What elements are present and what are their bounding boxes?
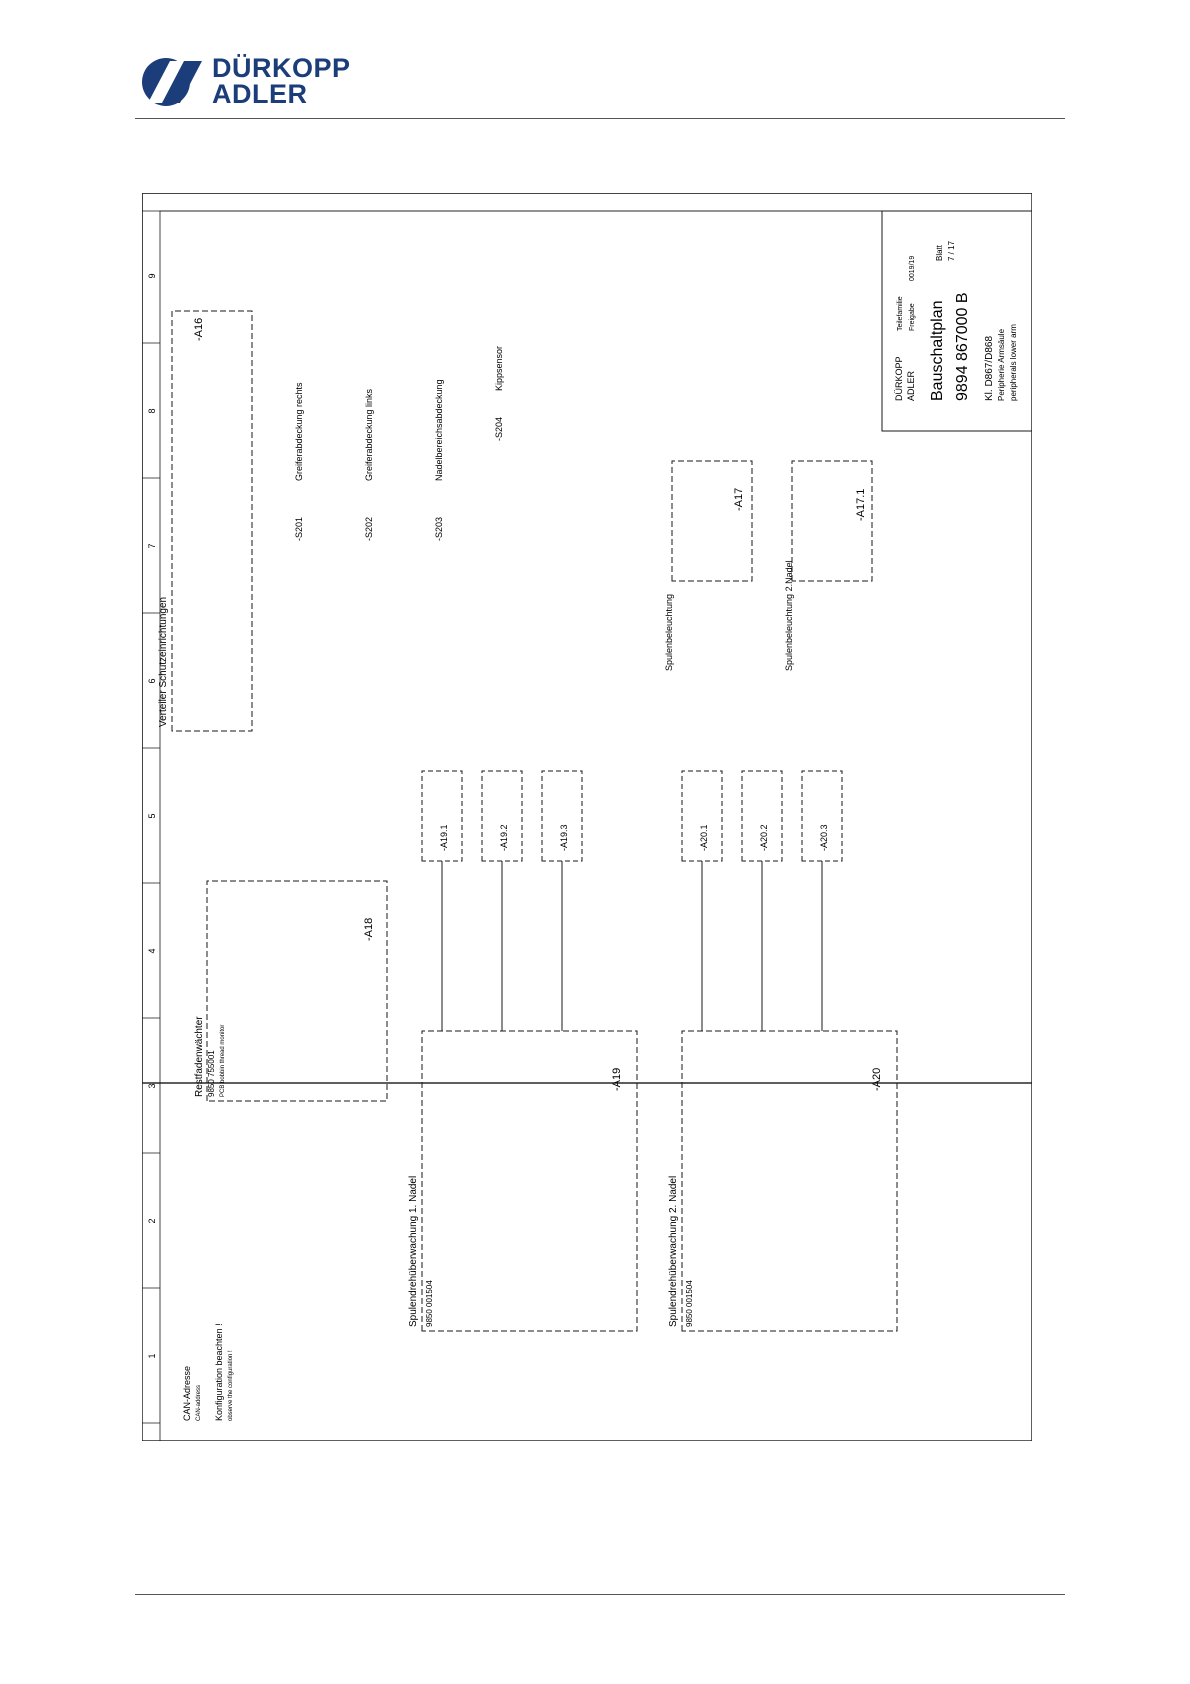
a19-number: 9850 001504 [425,1280,434,1327]
sensor-id: -A19.3 [559,824,569,851]
doc-title: Bauschaltplan [929,300,946,401]
a18-id: -A18 [363,918,375,941]
hook-cover-left: Greiferabdeckung links [364,388,374,481]
s202-id: -S202 [364,517,374,541]
a20-title: Spulendrehüberwachung 2. Nadel [668,1176,679,1327]
desc-de: Peripherie Armsäule [997,328,1006,401]
column-label: 5 [147,813,157,818]
a19-pcb-box [421,1030,638,1332]
bobbin-light-2-title: Spulenbeleuchtung 2.Nadel [784,560,794,671]
brand-name-line2: ADLER [212,79,308,109]
a171-id: -A17.1 [855,489,867,521]
a19-title: Spulendrehüberwachung 1. Nadel [408,1176,419,1327]
hook-cover-right: Greiferabdeckung rechts [294,382,304,481]
a17-box [671,460,753,582]
config-note-en: observe the configuration ! [228,1350,234,1421]
a19-id: -A19 [611,1068,623,1091]
can-address-label: CAN-Adresse [182,1366,192,1421]
tb-brand-1: DÜRKOPP [894,356,904,401]
brand-name-line1: DÜRKOPP [212,53,351,83]
a16-pcb-box [171,310,253,732]
column-label: 1 [147,1353,157,1358]
a20-id: -A20 [871,1068,883,1091]
a18-number: 9850 755001 [207,1050,216,1097]
sheet-value: 7 / 17 [947,240,956,261]
header-rule [135,118,1065,119]
sensor-id: -A20.1 [699,824,709,851]
duerkopp-adler-logo-icon [142,58,202,106]
a20-number: 9850 001504 [685,1280,694,1327]
column-label: 9 [147,273,157,278]
tb-freigabe-label: Freigabe [909,303,916,331]
needle-cover: Nadelbereichsabdeckung [434,379,444,481]
column-label: 8 [147,408,157,413]
a20-pcb-box [681,1030,898,1332]
a18-title: Restfadenwächter [194,1016,205,1097]
tb-familie: Teilefamilie [897,296,904,331]
bobbin-light-title: Spulenbeleuchtung [664,594,674,671]
tilt-sensor: Kippsensor [494,346,504,391]
sensor-id: -A20.3 [819,824,829,851]
can-address-label-en: CAN-address [196,1385,202,1421]
doc-number: 9894 867000 B [954,292,971,401]
header-logo: DÜRKOPP ADLER [140,55,360,111]
tb-freigabe-value: 0019/19 [909,256,916,281]
tb-brand-2: ADLER [906,370,916,401]
sensor-id: -A19.1 [439,824,449,851]
a16-id: -A16 [193,318,205,341]
desc-en: peripherals lower arm [1009,324,1018,401]
column-label: 7 [147,543,157,548]
column-label: 6 [147,678,157,683]
s204-id: -S204 [494,417,504,441]
title-block [881,210,1032,432]
a17-id: -A17 [733,488,745,511]
config-note: Konfiguration beachten ! [214,1323,224,1421]
column-label: 4 [147,948,157,953]
sensor-id: -A20.2 [759,824,769,851]
a171-box [791,460,873,582]
column-label: 3 [147,1083,157,1088]
landscape-drawing: 1 2 3 4 5 6 7 8 9 CAN-Adresse CAN-address Konfig… [142,193,1032,1441]
a18-pcb-box [206,880,388,1102]
class-line: Kl. D867/D868 [984,336,995,401]
footer-rule [135,1594,1065,1595]
a16-title: Verteiler Schutzeinrichtungen [158,597,169,727]
a18-desc-en: PCB bobbin thread monitor [220,1025,226,1097]
sheet-label: Blatt [935,244,944,261]
column-label: 2 [147,1218,157,1223]
wiring-diagram-sheet: 1 2 3 4 5 6 7 8 9 CAN-Adresse CAN-address Konfig… [142,193,1032,1441]
s201-id: -S201 [294,517,304,541]
s203-id: -S203 [434,517,444,541]
outer-frame [142,193,1032,1084]
sensor-id: -A19.2 [499,824,509,851]
